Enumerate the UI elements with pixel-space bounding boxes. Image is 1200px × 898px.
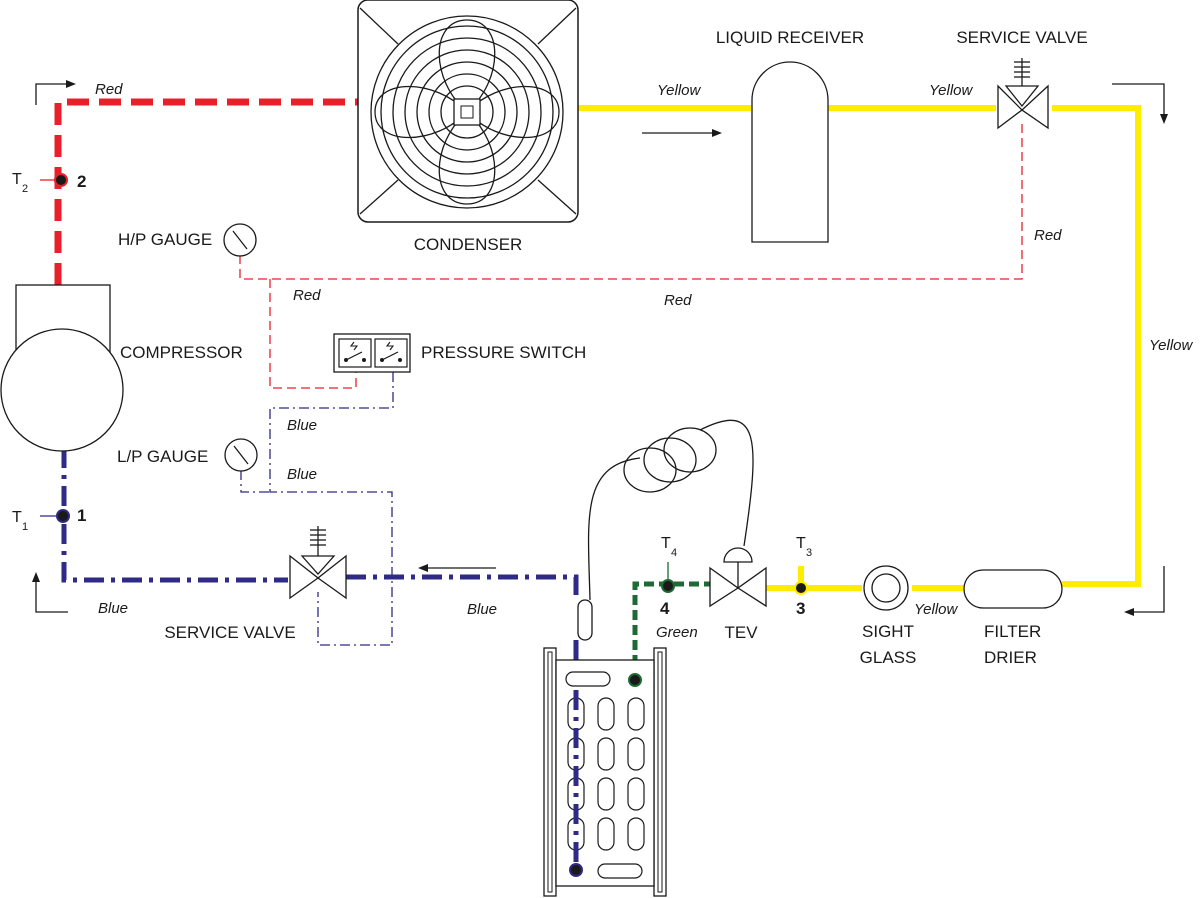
t3-subscript: 3	[806, 547, 812, 559]
service-valve-top-label: SERVICE VALVE	[956, 28, 1087, 47]
t2-subscript: 2	[22, 183, 28, 195]
pipe-label-yellow-receiver: Yellow	[929, 82, 974, 99]
pipe-label-blue-left: Blue	[98, 600, 128, 617]
t1-subscript: 1	[22, 521, 28, 533]
pipe-label-yellow-sight: Yellow	[914, 601, 959, 618]
service-valve-bottom-label: SERVICE VALVE	[164, 623, 295, 642]
service-valve-bottom[interactable]	[289, 526, 347, 600]
lp-gauge-label: L/P GAUGE	[117, 447, 208, 466]
red-thin-switch-line	[269, 279, 357, 389]
pressure-switch	[333, 333, 411, 373]
blue-thin-gauge-line	[240, 470, 270, 493]
filter-drier-label-line1: FILTER	[984, 622, 1041, 641]
pipe-label-yellow-right: Yellow	[1149, 337, 1194, 354]
point-3-marker	[794, 581, 808, 595]
pipe-label-blue-suction: Blue	[467, 601, 497, 618]
direction-arrow-top-right	[1112, 83, 1168, 124]
point-2-label: 2	[77, 172, 86, 191]
compressor-label: COMPRESSOR	[120, 343, 243, 362]
filter-drier	[963, 569, 1063, 609]
sight-glass-label-line2: GLASS	[860, 648, 917, 667]
point-1-label: 1	[77, 506, 86, 525]
red-discharge-line	[54, 98, 358, 285]
flow-arrow-left	[418, 564, 496, 572]
direction-arrow-top-left	[35, 80, 76, 105]
direction-arrow-bottom-right	[1124, 566, 1165, 616]
blue-suction-line	[61, 448, 288, 583]
yellow-line-right	[1052, 105, 1141, 587]
lp-gauge	[224, 438, 258, 472]
sight-glass	[863, 565, 909, 611]
pipe-label-green-tev: Green	[656, 624, 698, 641]
t2-symbol: T	[12, 171, 22, 188]
condenser	[357, 0, 579, 223]
t4-symbol: T	[661, 535, 671, 552]
sight-glass-label-line1: SIGHT	[862, 622, 914, 641]
evaporator	[543, 647, 667, 897]
t1-symbol: T	[12, 509, 22, 526]
condenser-label: CONDENSER	[414, 235, 523, 254]
point-3-label: 3	[796, 599, 805, 618]
blue-thin-switch-line	[269, 372, 394, 646]
hp-gauge-label: H/P GAUGE	[118, 230, 212, 249]
point-1-marker	[40, 509, 70, 523]
pipe-label-red-discharge: Red	[95, 81, 123, 98]
t4-subscript: 4	[671, 547, 677, 559]
t3-symbol: T	[796, 535, 806, 552]
green-line	[632, 581, 710, 680]
filter-drier-label-line2: DRIER	[984, 648, 1037, 667]
blue-suction-line-right	[346, 574, 579, 600]
liquid-receiver	[751, 61, 829, 243]
pipe-label-red-gauge-line: Red	[664, 292, 692, 309]
pipe-label-red-switch-line: Red	[293, 287, 321, 304]
compressor	[0, 284, 124, 452]
flow-arrow-right	[642, 129, 722, 137]
service-valve-top[interactable]	[997, 58, 1049, 130]
tev-label: TEV	[724, 623, 758, 642]
pipe-label-blue-gauge: Blue	[287, 466, 317, 483]
direction-arrow-bottom-left	[32, 572, 68, 613]
liquid-receiver-label: LIQUID RECEIVER	[716, 28, 864, 47]
sensing-bulb	[577, 599, 593, 641]
point-4-label: 4	[660, 599, 670, 618]
pipe-label-red-valve-drop: Red	[1034, 227, 1062, 244]
capillary-tube	[587, 419, 754, 601]
point-4-marker	[661, 562, 675, 593]
point-2-marker	[40, 173, 68, 187]
pipe-label-yellow-condenser: Yellow	[657, 82, 702, 99]
tev-valve[interactable]	[709, 547, 767, 608]
pressure-switch-label: PRESSURE SWITCH	[421, 343, 586, 362]
hp-gauge	[223, 223, 257, 257]
red-thin-valve-line	[239, 124, 1023, 280]
pipe-label-blue-switch: Blue	[287, 417, 317, 434]
